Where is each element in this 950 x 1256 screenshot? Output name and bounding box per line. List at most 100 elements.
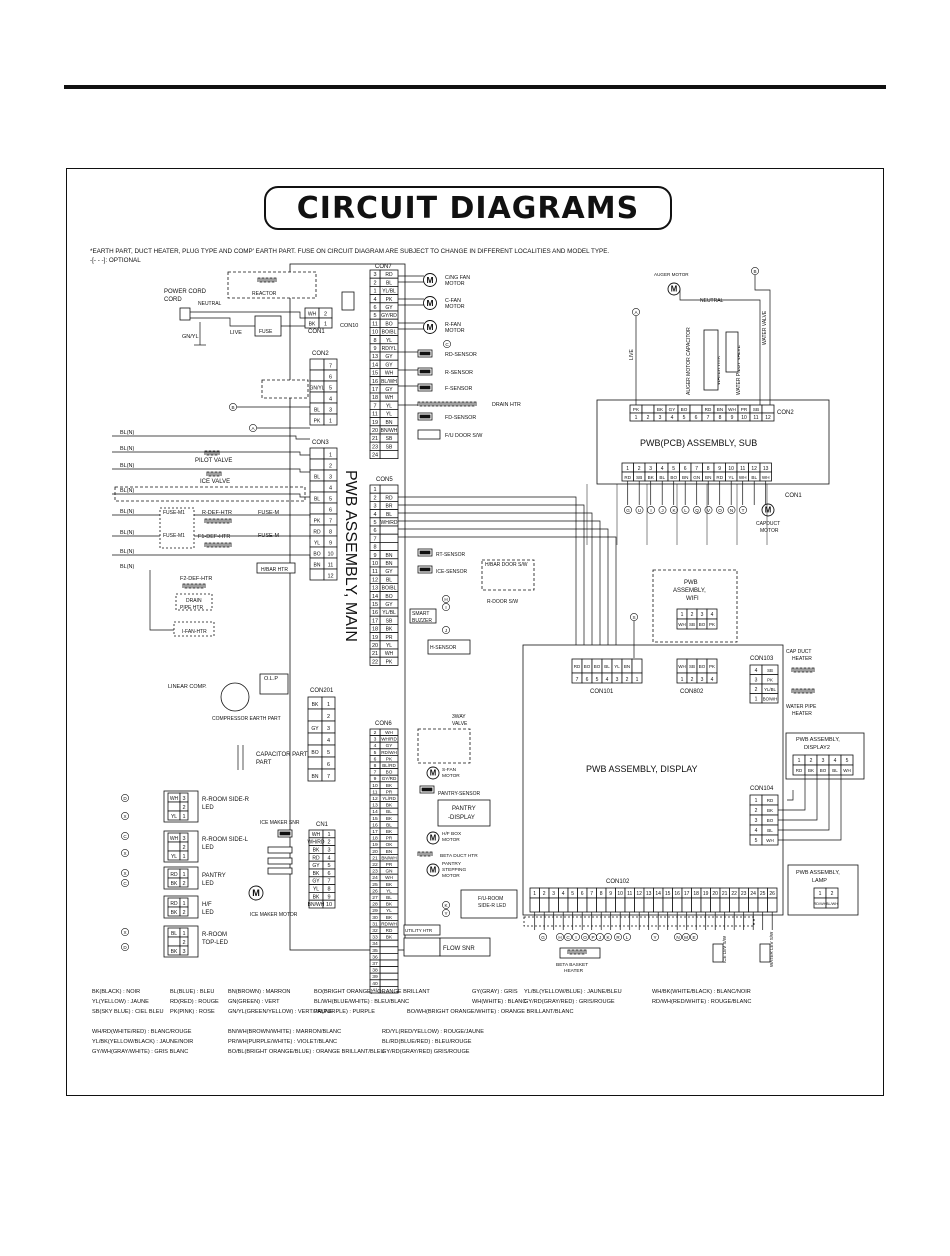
con201-color-cell <box>307 732 323 746</box>
sub-con1-pin-text: 6 <box>684 466 687 472</box>
sub-marker-7-letter: V <box>707 508 711 513</box>
con802-color-text: SB <box>689 664 695 669</box>
con102-color <box>539 897 550 913</box>
con3-color: BL <box>314 496 320 502</box>
con102-pin-text: 11 <box>627 891 632 897</box>
left-bln-wire-0 <box>112 435 310 440</box>
con3-pin: 8 <box>329 529 332 535</box>
con6-pin: 15 <box>372 816 378 822</box>
legend-entry: BL(BLUE) : BLEU <box>170 989 215 995</box>
led-3-color: RD <box>170 901 178 907</box>
drain-htr-label: DRAIN HTR <box>492 402 521 408</box>
con6-color: BN/WH <box>381 855 396 860</box>
sub-con1-pin-text: 1 <box>626 466 629 472</box>
buzzer-label2: BUZZER <box>412 618 432 624</box>
con102-color <box>596 897 607 913</box>
con5-pin: 10 <box>372 561 378 567</box>
con7-pin-cell <box>369 449 381 459</box>
r-def-htr-label: R-DEF-HTR <box>202 510 232 516</box>
con103-color-text: YL/BL <box>764 687 776 692</box>
con6-pin: 40 <box>372 981 378 987</box>
reactor-label: REACTOR <box>252 291 277 297</box>
con5-pin: 3 <box>373 504 376 510</box>
con5-pin: 5 <box>373 520 376 526</box>
con5-color: YL <box>386 643 392 649</box>
sub-con1-pin-text: 7 <box>695 466 698 472</box>
con102-pin-text: 22 <box>731 891 737 897</box>
con6-color: RD/WH <box>381 750 397 755</box>
sub-con1-pin-text: 12 <box>751 466 757 472</box>
con7-pin: 17 <box>372 387 378 393</box>
con201-color-cell <box>307 756 323 770</box>
reactor-coil <box>257 277 277 283</box>
con102-color <box>586 897 597 913</box>
cn1-color: GY <box>312 879 320 885</box>
con5-color-cell <box>379 525 399 535</box>
r-door-label: R-DOOR S/W <box>487 599 518 605</box>
con6-pin: 33 <box>372 935 378 941</box>
con101-color-text: YL <box>614 664 620 669</box>
sub-con2-color-text: PR <box>741 407 748 412</box>
legend-entry: GN(GREEN) : VERT <box>228 999 280 1005</box>
con6-pin: 30 <box>372 915 378 921</box>
sub-con2-pin-text: 11 <box>753 415 758 421</box>
hf-box-label2: MOTOR <box>442 837 460 843</box>
con6-color: BK <box>386 803 393 808</box>
marker-x-letter: X <box>123 814 126 819</box>
con104-pin-text: 3 <box>755 818 758 824</box>
marker-x3 <box>121 869 129 877</box>
con2-pin: 7 <box>329 363 332 369</box>
con102-marker-8 <box>614 933 622 941</box>
con201-color: BO <box>311 750 318 756</box>
rt-sensor-core <box>419 550 431 555</box>
con802-color-text: BO <box>699 664 706 669</box>
d2-wire <box>787 790 794 801</box>
fu-room-box <box>460 889 518 919</box>
con6-color: WH <box>385 875 393 880</box>
display2-color-text: BL <box>832 768 838 773</box>
con5-color: WH <box>385 651 394 657</box>
fu-room-label2: SIDE-R LED <box>478 903 506 909</box>
legend-entry: BO/BL(BRIGHT ORANGE/BLUE) : ORANGE BRILL… <box>228 1049 385 1055</box>
con5-pin: 12 <box>372 577 378 583</box>
water-pilot-el <box>725 331 739 373</box>
con102-color <box>605 897 616 913</box>
legend-entry: RD(RED) : ROUGE <box>170 999 219 1005</box>
con102-pin-text: 1 <box>533 891 536 897</box>
cn1-color: YL <box>313 886 319 892</box>
con102-marker-9-letter: L <box>626 935 629 940</box>
con102-pin-text: 16 <box>674 891 680 897</box>
sub-con1-color-text: BL <box>751 475 757 480</box>
led-0-pin: 1 <box>182 814 185 820</box>
con7-color: YL <box>386 403 392 409</box>
legend-entry: PK(PINK) : ROSE <box>170 1009 215 1015</box>
led-0-pin: 2 <box>182 805 185 811</box>
con101-color-text: BL <box>604 664 610 669</box>
con104-color-text: RD <box>767 798 774 803</box>
led-2-color: RD <box>170 872 178 878</box>
legend-entry: BN/WH(BROWN/WHITE) : MARRON/BLANC <box>228 1029 342 1035</box>
con7-pin: 2 <box>373 280 376 286</box>
con101-pin-text: 5 <box>596 677 599 683</box>
con102-color <box>577 897 588 913</box>
wifi-box <box>652 569 738 643</box>
wifi-color-text: WH <box>678 622 686 627</box>
sub-con2-pin-text: 9 <box>731 415 734 421</box>
cap-duct-label2: HEATER <box>792 656 812 662</box>
display2-color-text: WH <box>843 768 851 773</box>
i-fan-box <box>173 621 215 637</box>
f2-def-htr-label: F2-DEF-HTR <box>180 576 212 582</box>
water-pipe-label: WATER PIPE <box>786 704 817 710</box>
marker-x3-letter: X <box>123 871 126 876</box>
con7-color: BN/WH <box>381 428 398 434</box>
sub-marker-b-letter: B <box>753 269 756 274</box>
legend-entry: YL/BL(YELLOW/BLUE) : JAUNE/BLEU <box>524 989 622 995</box>
sub-con1-color-text: SB <box>636 475 642 480</box>
fuse-m-label2: FUSE-M <box>258 533 280 539</box>
con6-pin-cell <box>369 986 381 994</box>
legend-entry: BL/WH(BLUE/WHITE) : BLEU/BLANC <box>314 999 410 1005</box>
con1-pin-cell <box>318 317 333 329</box>
con7-color: RD/YL <box>382 346 397 352</box>
con2-color: PK <box>314 418 321 424</box>
